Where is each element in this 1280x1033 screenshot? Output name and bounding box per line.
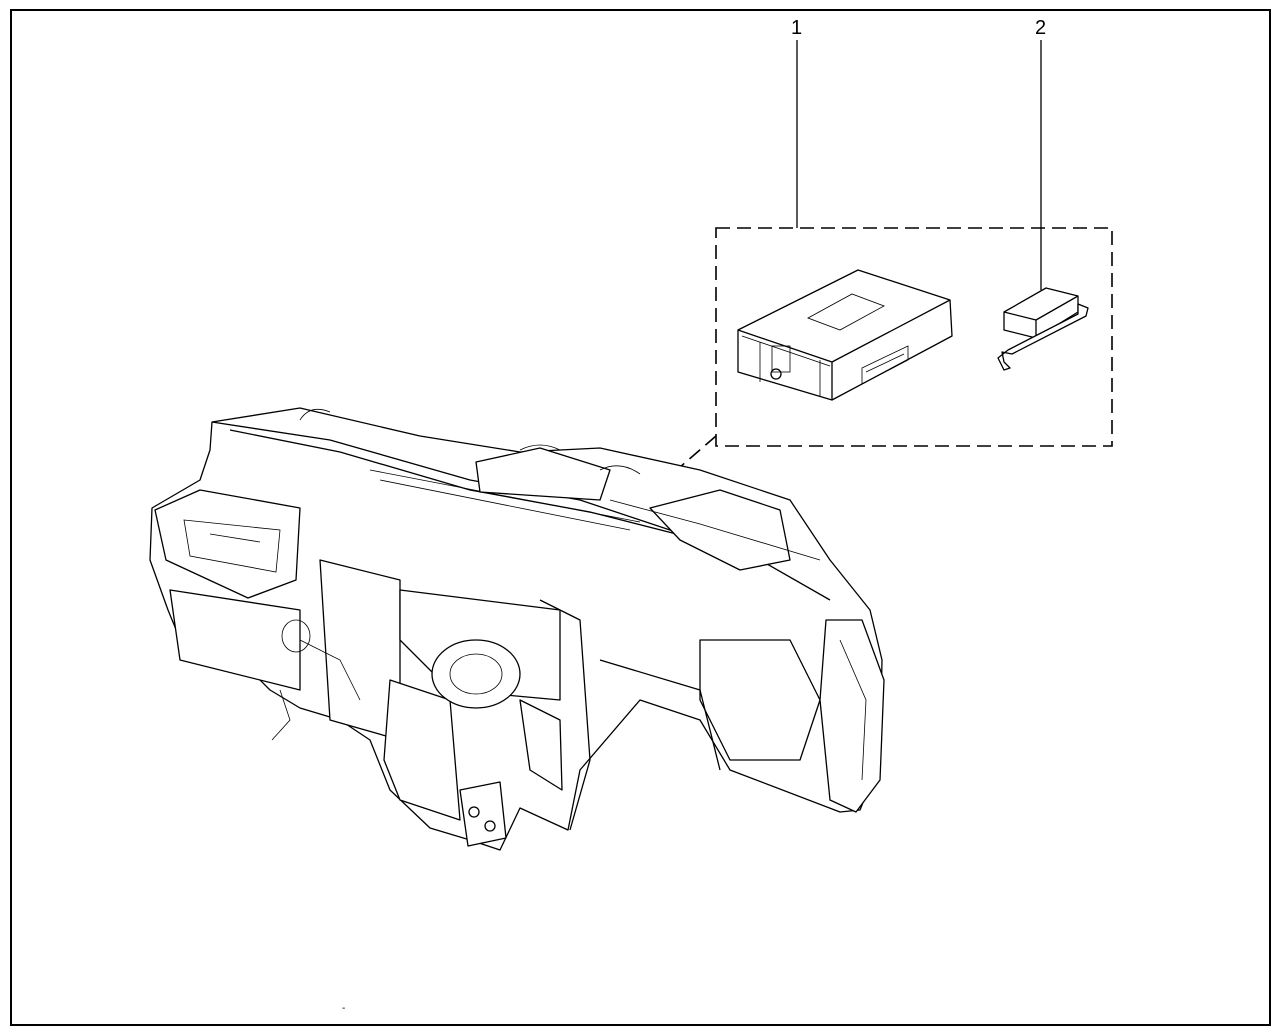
battery-drawing xyxy=(997,287,1089,371)
control-module-drawing xyxy=(737,269,953,401)
footer-mark: - xyxy=(342,1003,346,1014)
callout-label-2: 2 xyxy=(1035,17,1047,39)
diagram-frame xyxy=(10,9,1271,1026)
kit-group-box xyxy=(715,227,1113,447)
dashboard-assembly-drawing xyxy=(149,407,885,851)
callout-label-1: 1 xyxy=(791,17,803,39)
